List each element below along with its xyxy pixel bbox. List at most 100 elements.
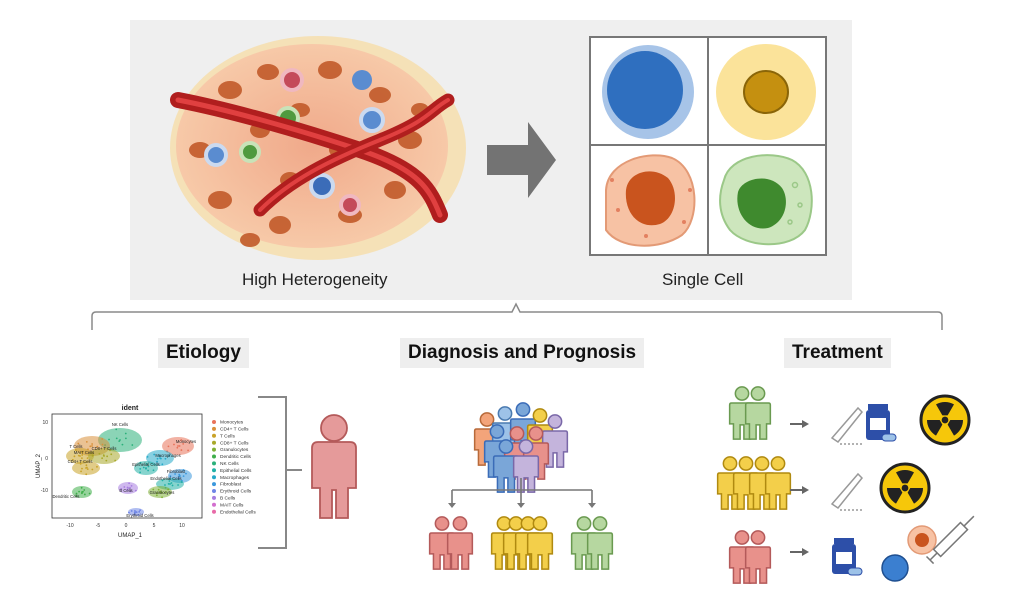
umap-legend-label: Erythroid Cells xyxy=(220,489,252,495)
umap-point xyxy=(89,445,92,448)
group-person-icon xyxy=(490,516,518,570)
umap-cluster-label: Monocytes xyxy=(176,439,196,444)
crowd-person-icon xyxy=(526,408,554,462)
umap-point xyxy=(134,510,136,512)
umap-point xyxy=(86,468,89,471)
tumor-cell-icon xyxy=(881,525,937,582)
umap-point xyxy=(114,459,117,462)
umap-point xyxy=(80,486,83,489)
umap-point xyxy=(74,449,77,451)
umap-point xyxy=(98,452,101,455)
umap-point xyxy=(152,488,155,491)
umap-point xyxy=(86,466,88,469)
umap-legend-dot xyxy=(212,420,216,424)
umap-point xyxy=(159,457,162,460)
umap-legend-label: CD4+ T Cells xyxy=(220,427,249,433)
umap-point xyxy=(168,454,170,457)
umap-point xyxy=(178,473,181,476)
group-person-icon xyxy=(514,516,542,570)
group-person-icon xyxy=(428,516,456,570)
umap-point xyxy=(178,445,181,447)
umap-point xyxy=(147,465,150,468)
umap-legend-label: Granulocytes xyxy=(220,447,249,453)
umap-point xyxy=(119,439,121,441)
umap-point xyxy=(159,491,161,493)
arrow-right-icon xyxy=(802,486,809,494)
umap-point xyxy=(177,445,179,447)
umap-x-tick: -10 xyxy=(66,523,73,529)
umap-point xyxy=(83,493,86,496)
umap-point xyxy=(182,475,185,478)
umap-point xyxy=(88,492,91,495)
umap-point xyxy=(187,449,189,452)
umap-point xyxy=(161,496,163,499)
umap-legend-dot xyxy=(212,475,216,480)
medicine-bottle-icon xyxy=(866,404,897,442)
umap-point xyxy=(147,469,150,472)
umap-point xyxy=(105,459,108,462)
section-title-diagnosis: Diagnosis and Prognosis xyxy=(400,338,645,368)
umap-point xyxy=(139,471,141,474)
umap-x-tick: 5 xyxy=(153,523,156,529)
umap-point xyxy=(123,486,126,488)
umap-point xyxy=(156,460,158,463)
treatment-person-icon xyxy=(716,456,744,510)
umap-point xyxy=(159,457,161,459)
umap-point xyxy=(139,468,142,470)
umap-point xyxy=(164,457,167,460)
section-title-etiology: Etiology xyxy=(158,338,249,368)
down-arrow-icon xyxy=(517,503,525,508)
group-person-icon xyxy=(446,516,474,570)
umap-point xyxy=(128,482,131,485)
umap-point xyxy=(160,491,163,494)
umap-legend-label: Fibroblast xyxy=(220,482,242,488)
umap-point xyxy=(87,448,89,451)
umap-point xyxy=(168,480,171,482)
group-person-icon xyxy=(586,516,614,570)
group-person-icon xyxy=(570,516,598,570)
umap-point xyxy=(180,479,183,482)
umap-point xyxy=(130,484,133,487)
umap-point xyxy=(75,492,78,495)
umap-point xyxy=(146,455,149,458)
umap-point xyxy=(86,457,89,460)
umap-point xyxy=(170,482,173,484)
scalpel-icon xyxy=(830,472,864,511)
umap-point xyxy=(85,473,88,476)
umap-point xyxy=(167,445,170,448)
umap-point xyxy=(145,462,148,465)
crowd-person-icon xyxy=(503,426,531,480)
umap-point xyxy=(110,453,113,456)
umap-point xyxy=(126,486,129,489)
umap-point xyxy=(169,483,171,485)
umap-legend-dot xyxy=(212,440,216,445)
umap-point xyxy=(81,491,83,493)
umap-point xyxy=(106,455,109,458)
umap-point xyxy=(161,463,164,466)
umap-point xyxy=(102,454,105,457)
umap-legend-dot xyxy=(212,433,216,438)
umap-y-tick: -10 xyxy=(41,488,48,494)
umap-point xyxy=(134,489,137,492)
top-panel xyxy=(130,20,852,300)
umap-point xyxy=(139,461,142,464)
treatment-person-icon xyxy=(728,530,756,584)
umap-point xyxy=(71,458,74,461)
umap-point xyxy=(161,479,164,482)
umap-legend-dot xyxy=(212,502,216,507)
umap-point xyxy=(96,465,98,468)
umap-legend-dot xyxy=(212,495,216,500)
umap-ylabel: UMAP_2 xyxy=(36,453,42,478)
tumor-caption: High Heterogeneity xyxy=(242,270,388,289)
branch-lines xyxy=(451,478,593,504)
treatment-person-icon xyxy=(748,456,776,510)
section-title-treatment: Treatment xyxy=(784,338,891,368)
umap-point xyxy=(80,451,83,454)
umap-cluster-label: B Cells xyxy=(119,488,132,493)
single-cell-caption: Single Cell xyxy=(662,270,744,289)
umap-point xyxy=(155,494,158,497)
umap-point xyxy=(91,452,94,454)
down-arrow-icon xyxy=(588,503,596,508)
umap-point xyxy=(101,438,104,440)
scalpel-icon xyxy=(830,406,864,445)
